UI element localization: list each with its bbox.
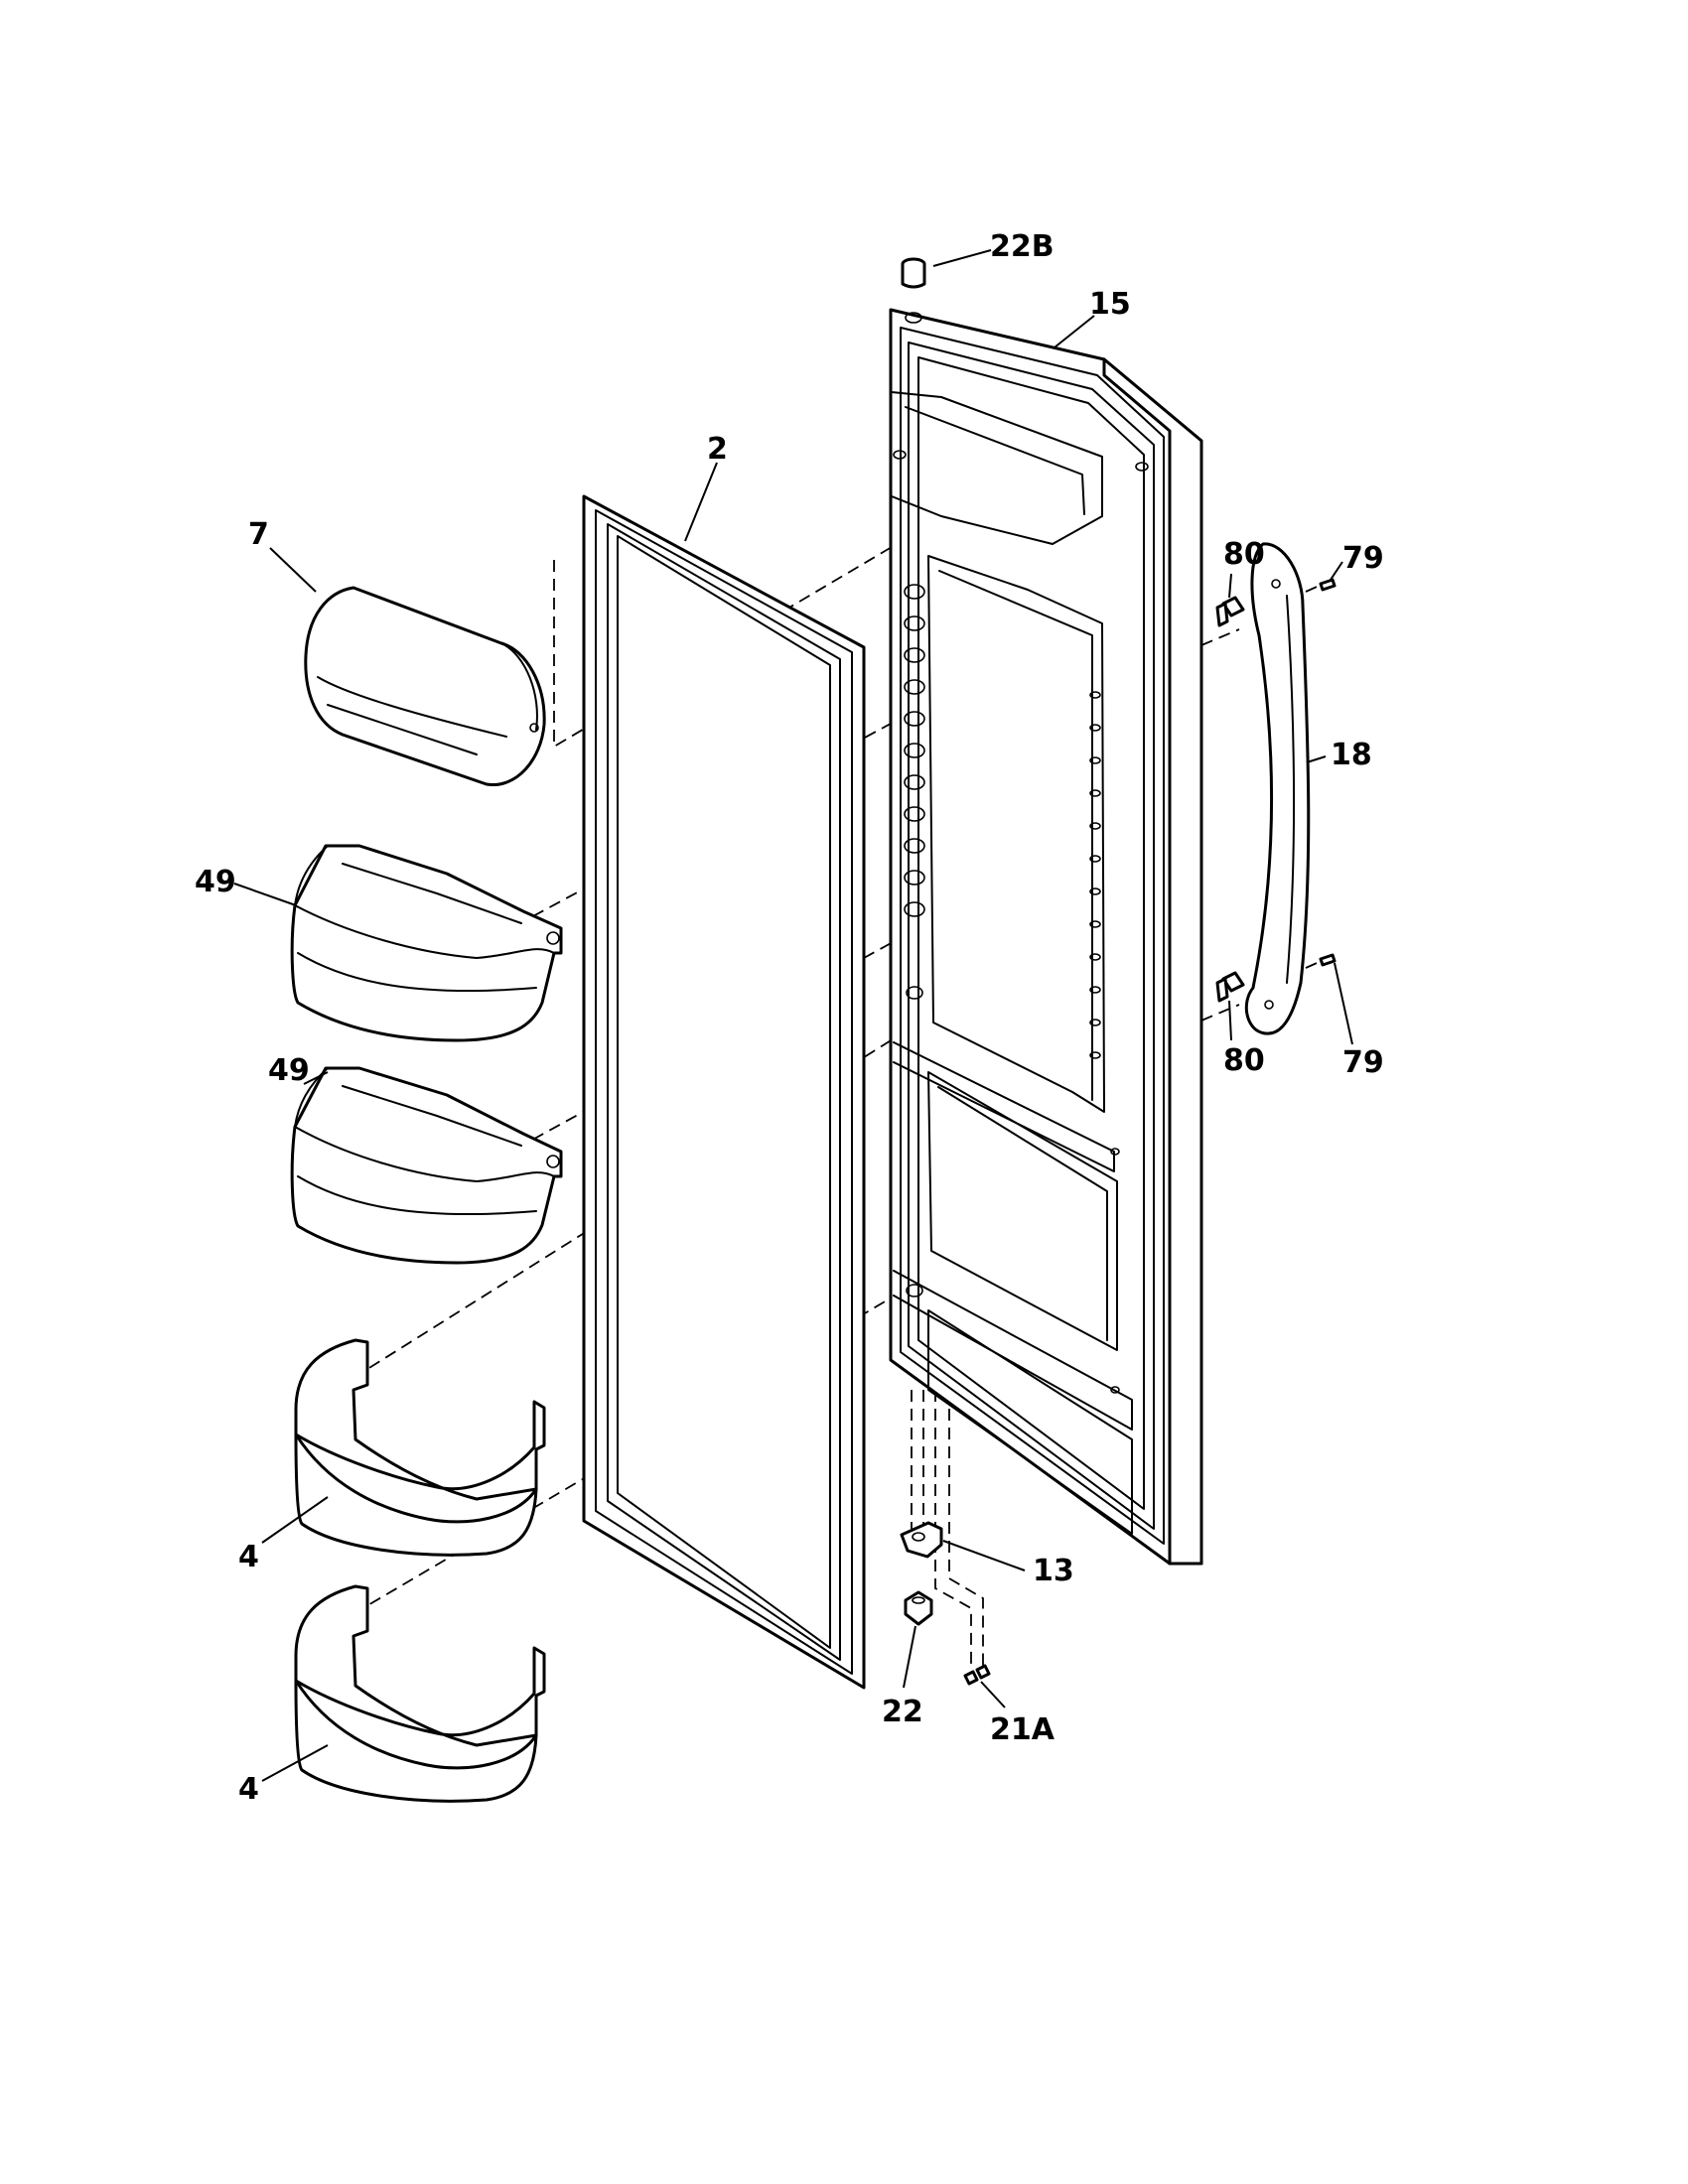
part-4-door-shelf-upper bbox=[294, 1338, 546, 1557]
callout-labels: 22B 15 2 7 80 79 18 49 80 79 49 13 4 22 … bbox=[195, 229, 1384, 1807]
leader-lines bbox=[233, 249, 1353, 1782]
label-22: 22 bbox=[882, 1695, 923, 1729]
part-2-door-gasket bbox=[582, 494, 866, 1690]
label-49-bottom: 49 bbox=[268, 1053, 310, 1088]
part-49-door-bin-lower bbox=[290, 1066, 563, 1265]
label-4-top: 4 bbox=[238, 1540, 259, 1574]
label-15: 15 bbox=[1089, 287, 1131, 322]
part-13-hinge-bracket bbox=[900, 1521, 943, 1559]
part-80-handle-stud-bottom bbox=[1215, 971, 1245, 1003]
label-49-top: 49 bbox=[195, 865, 236, 899]
label-79-top: 79 bbox=[1342, 541, 1384, 576]
label-79-bottom: 79 bbox=[1342, 1045, 1384, 1080]
label-18: 18 bbox=[1331, 738, 1372, 772]
part-18-door-handle bbox=[1244, 542, 1311, 1035]
part-7-canister bbox=[304, 586, 546, 787]
label-13: 13 bbox=[1033, 1554, 1074, 1588]
part-22b-hinge-bushing bbox=[901, 257, 926, 289]
label-7: 7 bbox=[248, 517, 269, 552]
part-15-door-panel bbox=[889, 308, 1203, 1566]
part-21a-screws bbox=[963, 1664, 991, 1686]
label-4-bottom: 4 bbox=[238, 1772, 259, 1807]
part-22-hinge-bushing bbox=[904, 1590, 933, 1626]
label-80-bottom: 80 bbox=[1223, 1043, 1265, 1078]
shelf-supports-left bbox=[904, 584, 925, 1297]
label-22b: 22B bbox=[990, 229, 1055, 264]
part-79-set-screw-top bbox=[1319, 578, 1336, 592]
label-80-top: 80 bbox=[1223, 537, 1265, 572]
part-79-set-screw-bottom bbox=[1319, 953, 1336, 967]
label-2: 2 bbox=[707, 432, 728, 467]
part-80-handle-stud-top bbox=[1215, 596, 1245, 627]
part-4-door-shelf-lower bbox=[294, 1584, 546, 1803]
part-49-door-bin-upper bbox=[290, 844, 563, 1042]
shelf-supports-right bbox=[1089, 691, 1120, 1394]
label-21a: 21A bbox=[990, 1712, 1055, 1747]
